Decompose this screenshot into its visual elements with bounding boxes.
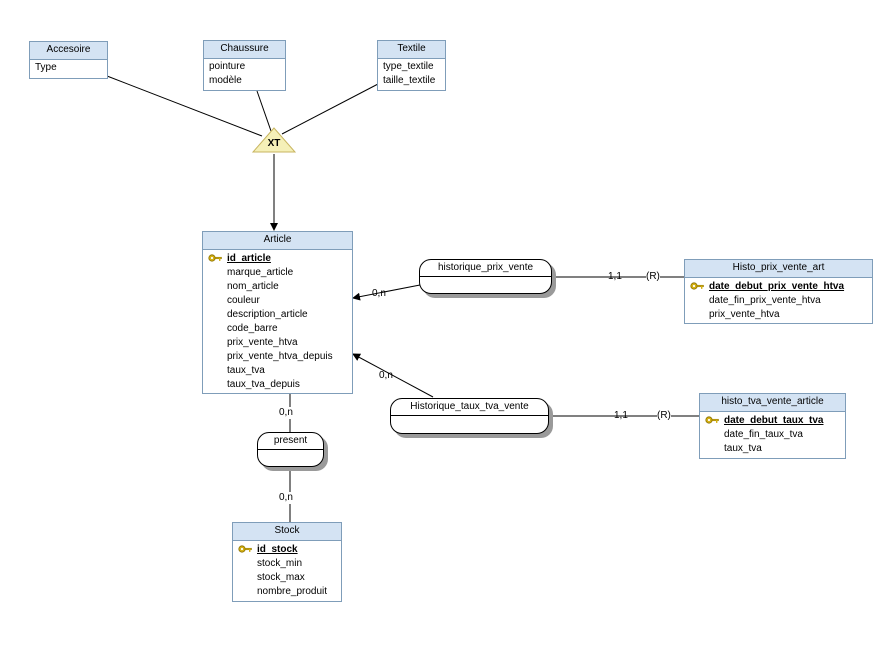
- entity-title: Chaussure: [204, 41, 285, 59]
- primary-key: id_article: [227, 253, 271, 264]
- link-chaussure-xt: [256, 90, 272, 132]
- entity-title: Article: [203, 232, 352, 250]
- link-accesoire-xt: [106, 75, 263, 137]
- attribute: date_fin_taux_tva: [724, 429, 803, 440]
- inheritance-label: XT: [268, 138, 281, 149]
- primary-key: id_stock: [257, 544, 298, 555]
- cardinality-present-stock: 0,n: [279, 492, 293, 504]
- entity-title: histo_tva_vente_article: [700, 394, 845, 412]
- relation-name: Historique_taux_tva_vente: [391, 399, 548, 416]
- link-prix-article: [352, 284, 421, 301]
- attribute: marque_article: [227, 267, 294, 278]
- attribute: prix_vente_htva_depuis: [227, 351, 333, 362]
- cardinality-present-article: 0,n: [279, 407, 293, 419]
- entity-title: Histo_prix_vente_art: [685, 260, 872, 278]
- attribute: stock_max: [257, 572, 305, 583]
- relation-present[interactable]: present: [257, 432, 324, 467]
- relation-historique-prix-vente[interactable]: historique_prix_vente: [419, 259, 552, 294]
- relation-name: historique_prix_vente: [420, 260, 551, 277]
- primary-key: date_debut_prix_vente_htva: [709, 281, 845, 292]
- attribute: type_textile: [383, 61, 434, 72]
- attribute: nombre_produit: [257, 586, 328, 597]
- cardinality-prix-histo: 1,1: [608, 271, 622, 282]
- attribute: couleur: [227, 295, 260, 306]
- primary-key: date_debut_taux_tva: [724, 415, 824, 426]
- key-icon: [238, 545, 252, 553]
- attribute: taille_textile: [383, 75, 436, 86]
- attribute: taux_tva: [724, 443, 762, 454]
- attribute: taux_tva_depuis: [227, 379, 300, 390]
- attribute: date_fin_prix_vente_htva: [709, 295, 821, 306]
- attribute: code_barre: [227, 323, 278, 334]
- entity-chaussure[interactable]: Chaussure pointure modèle: [203, 40, 286, 91]
- cardinality-prix-article: 0,n: [372, 288, 386, 299]
- key-icon: [690, 282, 704, 290]
- entity-histo-tva-vente-article[interactable]: histo_tva_vente_article date_debut_taux_…: [699, 393, 846, 459]
- cardinality-tva-article: 0,n: [379, 370, 393, 381]
- relation-historique-taux-tva-vente[interactable]: Historique_taux_tva_vente: [390, 398, 549, 434]
- key-icon: [208, 254, 222, 262]
- attribute: nom_article: [227, 281, 279, 292]
- attribute: stock_min: [257, 558, 303, 569]
- cardinality-prix-histo-r: (R): [646, 271, 660, 283]
- cardinality-tva-histo: 1,1: [614, 410, 628, 421]
- entity-title: Textile: [378, 41, 445, 59]
- cardinality-tva-histo-r: (R): [657, 410, 671, 422]
- attribute: description_article: [227, 309, 308, 320]
- attribute: prix_vente_htva: [709, 309, 780, 320]
- entity-accesoire[interactable]: Accesoire Type: [29, 41, 108, 79]
- link-tva-article: [352, 353, 434, 398]
- link-textile-xt: [281, 83, 379, 135]
- entity-histo-prix-vente-art[interactable]: Histo_prix_vente_art date_debut_prix_ven…: [684, 259, 873, 324]
- entity-stock[interactable]: Stock id_stock stock_min stock_max nombr…: [232, 522, 342, 602]
- entity-title: Stock: [233, 523, 341, 541]
- entity-article[interactable]: Article id_article marque_article nom_ar…: [202, 231, 353, 394]
- attribute: Type: [35, 62, 57, 73]
- entity-textile[interactable]: Textile type_textile taille_textile: [377, 40, 446, 91]
- attribute: pointure: [209, 61, 246, 72]
- attribute: taux_tva: [227, 365, 265, 376]
- key-icon: [705, 416, 719, 424]
- relation-name: present: [258, 433, 323, 450]
- entity-title: Accesoire: [30, 42, 107, 60]
- attribute: prix_vente_htva: [227, 337, 298, 348]
- inheritance-triangle[interactable]: XT: [251, 127, 297, 153]
- attribute: modèle: [209, 75, 242, 86]
